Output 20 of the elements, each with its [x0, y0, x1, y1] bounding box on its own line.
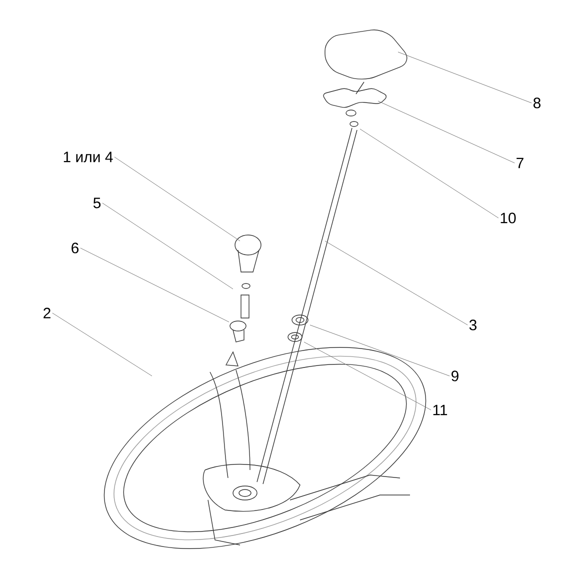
leader-line — [310, 324, 450, 376]
leader-line — [102, 202, 234, 290]
callout-number: 1 или 4 — [64, 152, 113, 162]
callout-number: 3 — [469, 320, 477, 330]
callout-number: 7 — [516, 158, 524, 168]
callout-number: 9 — [452, 370, 458, 382]
callout-number: 10 — [500, 212, 516, 224]
leader-line — [398, 52, 532, 104]
callout-number: 11 — [433, 404, 448, 416]
callout-number: 2 — [44, 308, 50, 318]
callout-number: 6 — [72, 242, 79, 254]
leader-line — [324, 240, 468, 326]
callout-number: 8 — [534, 98, 541, 108]
leader-line — [52, 312, 152, 376]
leader-line — [378, 100, 515, 164]
leader-line — [114, 156, 240, 242]
leader-line — [80, 248, 230, 322]
leader-line — [304, 342, 432, 410]
leader-line — [360, 128, 499, 218]
callout-number: 5 — [93, 198, 101, 208]
